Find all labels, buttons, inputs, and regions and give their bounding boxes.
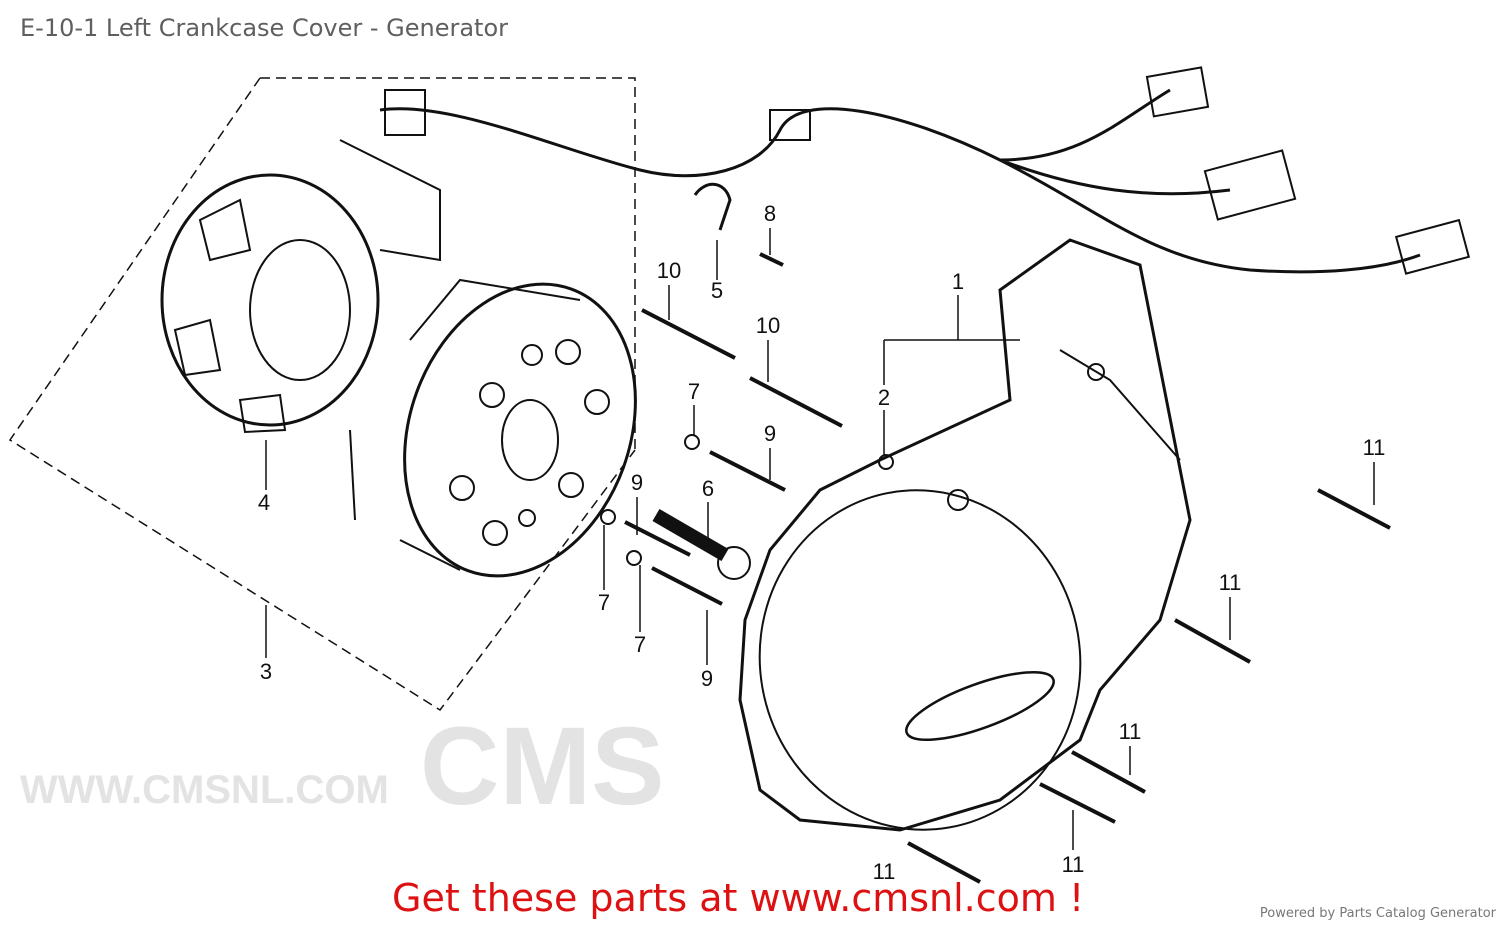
callout-7: 7 — [633, 632, 647, 657]
callout-5: 5 — [710, 278, 724, 303]
watermark-url: WWW.CMSNL.COM — [20, 768, 389, 812]
connector — [1394, 218, 1471, 275]
callout-11: 11 — [872, 859, 896, 884]
fasteners — [600, 182, 1391, 884]
watermark-logo: CMS — [420, 705, 665, 828]
callout-7: 7 — [597, 590, 611, 615]
cta-link[interactable]: Get these parts at www.cmsnl.com ! — [392, 876, 1085, 920]
powered-by-text: Powered by Parts Catalog Generator — [1259, 906, 1496, 921]
callout-11: 11 — [1218, 570, 1242, 595]
callout-3: 3 — [259, 659, 273, 684]
connector — [1203, 149, 1297, 221]
wire-harness — [379, 88, 1421, 274]
callout-2: 2 — [877, 385, 891, 410]
callout-9: 9 — [630, 470, 644, 495]
stator-part — [160, 139, 441, 434]
crankcase-cover-part — [738, 238, 1192, 832]
callout-9: 9 — [700, 666, 714, 691]
callout-4: 4 — [257, 490, 271, 515]
connector — [1145, 66, 1210, 118]
flywheel-part — [349, 278, 637, 578]
callout-11: 11 — [1362, 435, 1386, 460]
page-title: E-10-1 Left Crankcase Cover - Generator — [20, 14, 509, 42]
leader-lines — [265, 228, 1375, 850]
callout-6: 6 — [701, 476, 715, 501]
callout-11: 11 — [1118, 719, 1142, 744]
callout-10: 10 — [656, 258, 682, 283]
callout-7: 7 — [687, 379, 701, 404]
connector — [384, 89, 426, 136]
wire-clamp — [769, 109, 811, 141]
callout-9: 9 — [763, 421, 777, 446]
group-outline — [8, 77, 636, 712]
callout-10: 10 — [755, 313, 781, 338]
callout-1: 1 — [951, 269, 965, 294]
callout-11: 11 — [1061, 852, 1085, 877]
callout-8: 8 — [763, 201, 777, 226]
